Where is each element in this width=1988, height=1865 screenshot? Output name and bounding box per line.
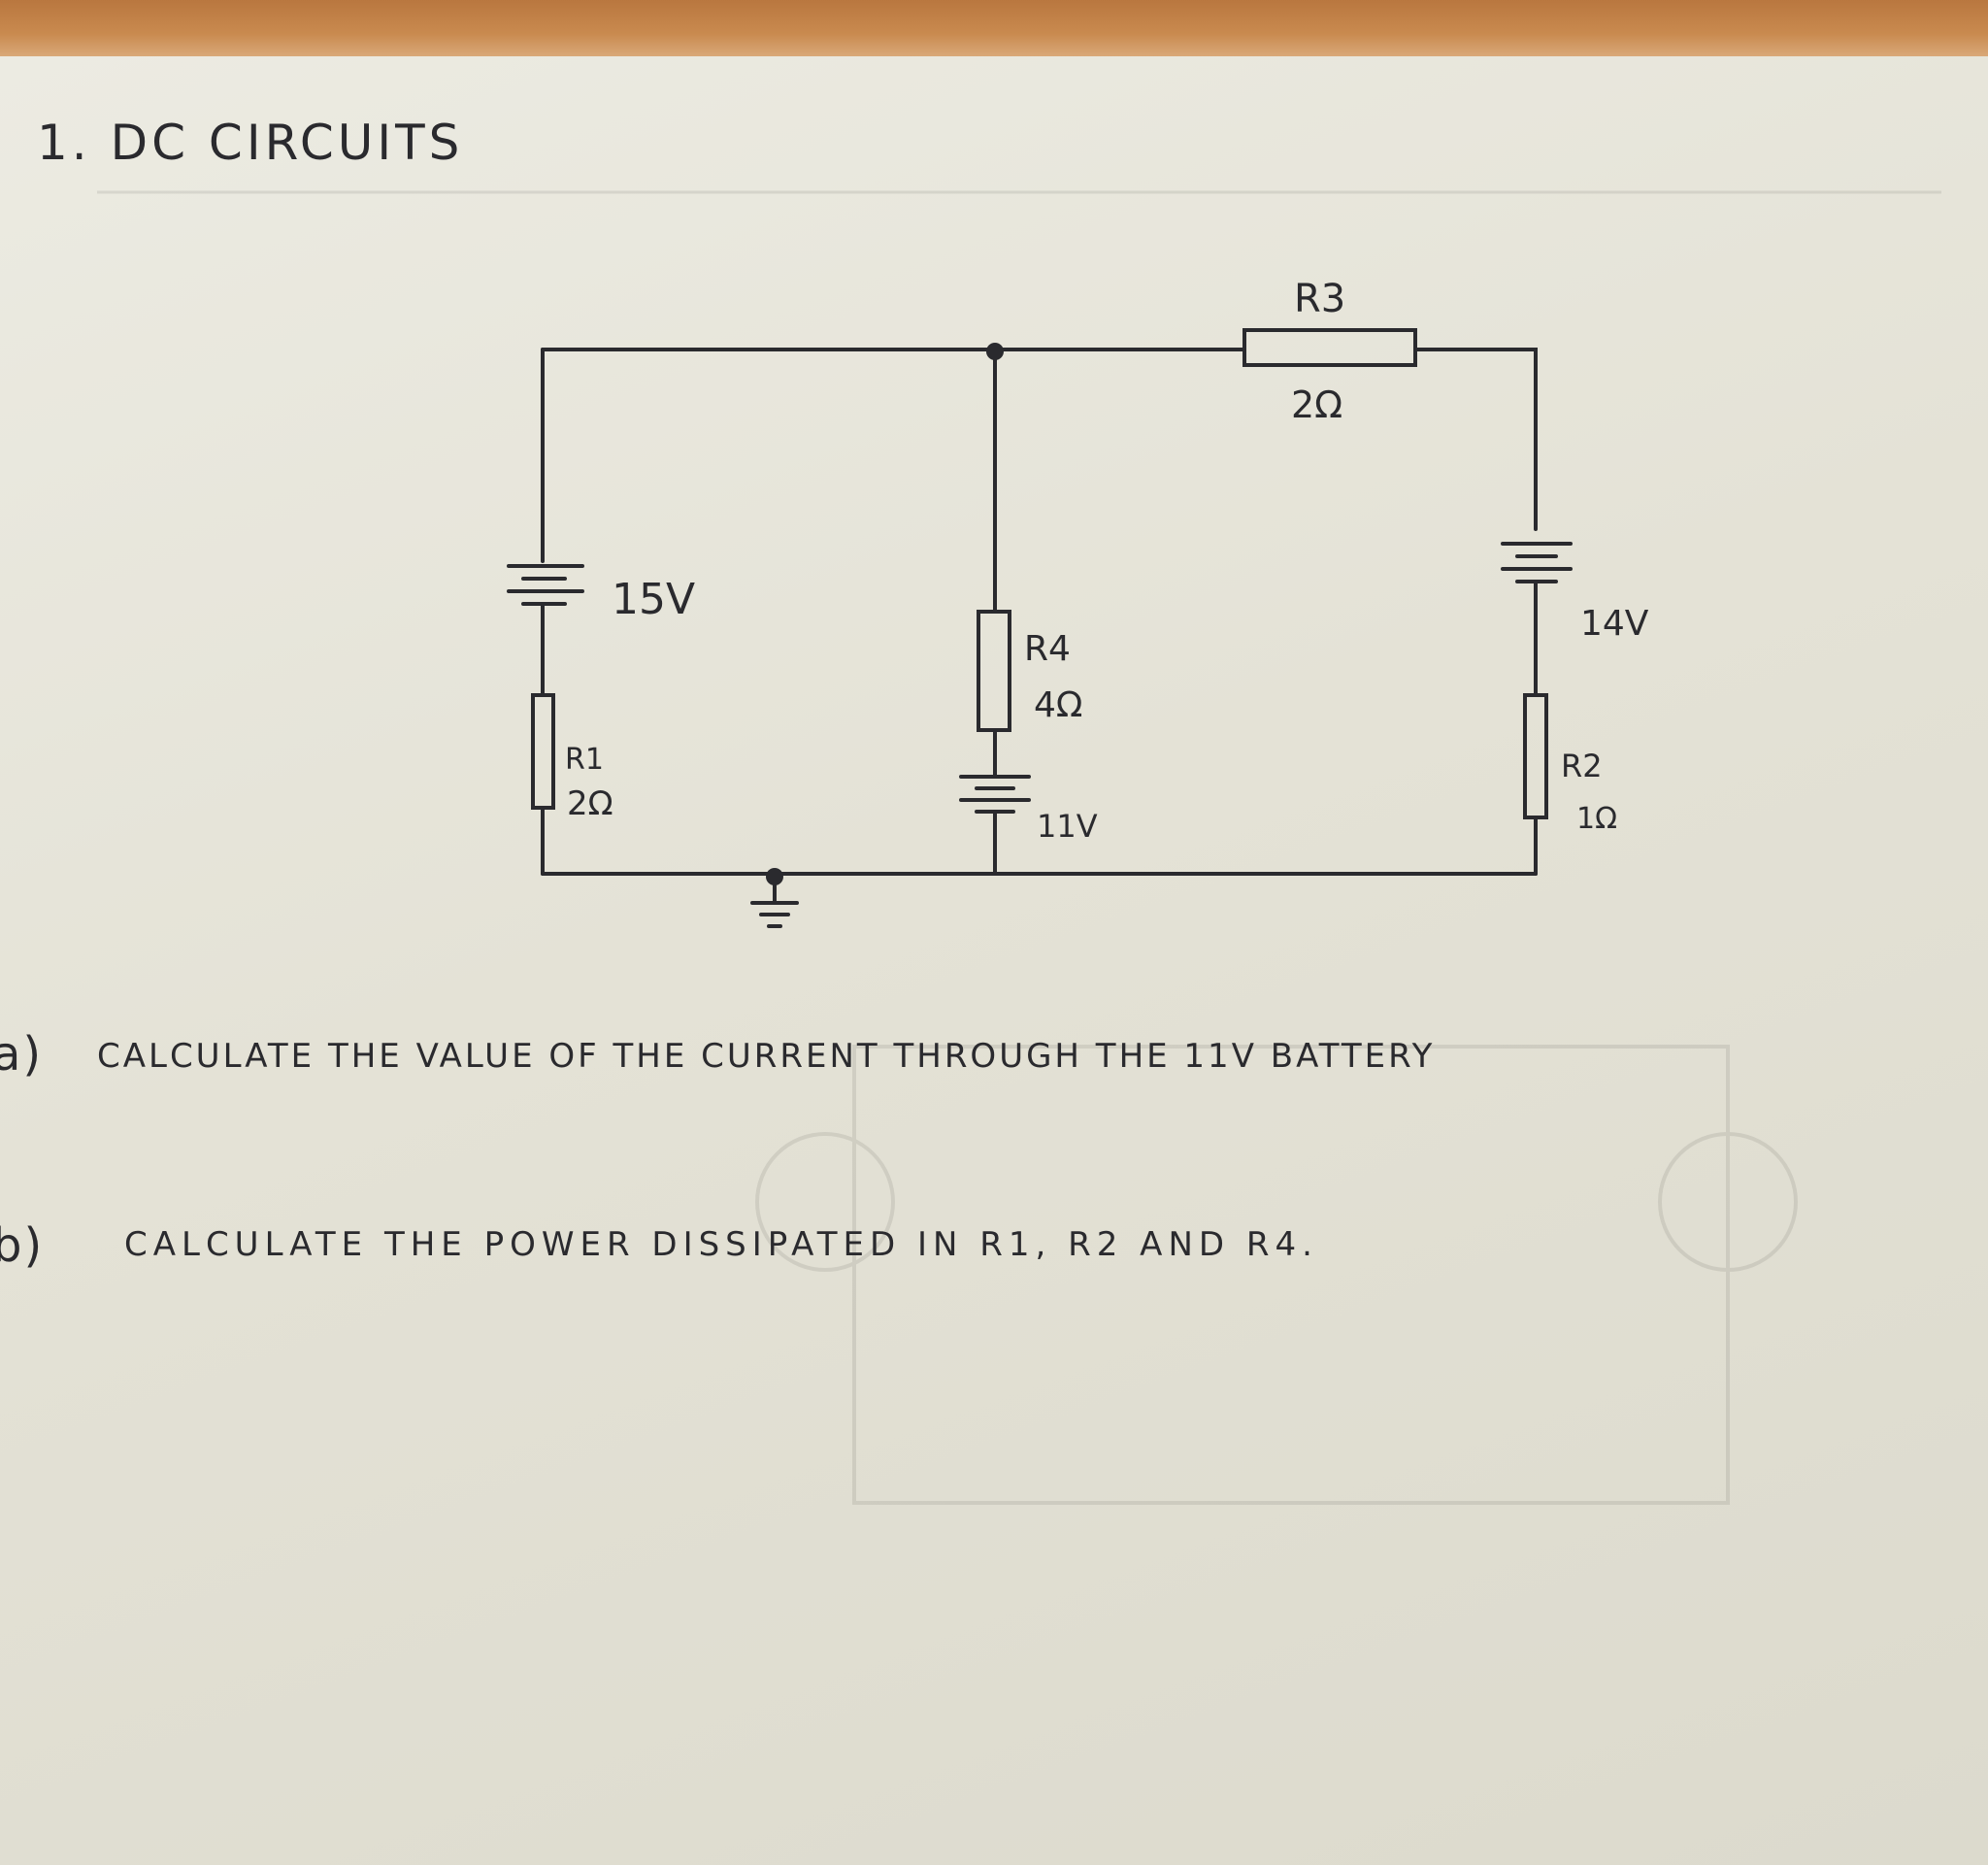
r3-resistor	[1242, 328, 1417, 367]
r4-resistor	[977, 610, 1011, 732]
question-b-text: CALCULATE THE POWER DISSIPATED IN R1, R2…	[124, 1225, 1318, 1264]
r3-value-label: 2Ω	[1291, 383, 1343, 426]
r1-value-label: 2Ω	[567, 784, 613, 823]
question-a-marker: a)	[0, 1027, 44, 1082]
node-top-junction	[986, 343, 1004, 360]
r4-value-label: 4Ω	[1034, 685, 1083, 725]
r1-name-label: R1	[565, 743, 604, 777]
desk-background	[0, 0, 1988, 56]
battery-left-voltage: 15V	[612, 575, 696, 624]
r2-resistor	[1523, 693, 1548, 819]
node-ground-junction	[766, 868, 783, 885]
r3-name-label: R3	[1294, 277, 1346, 321]
question-a-text: CALCULATE THE VALUE OF THE CURRENT THROU…	[97, 1037, 1436, 1076]
battery-middle-voltage: 11V	[1037, 808, 1098, 845]
battery-right-voltage: 14V	[1580, 604, 1649, 644]
r4-name-label: R4	[1024, 629, 1071, 669]
question-b-marker: b)	[0, 1218, 45, 1273]
r2-name-label: R2	[1561, 748, 1603, 784]
r2-value-label: 1Ω	[1576, 802, 1618, 836]
r1-resistor	[531, 693, 555, 810]
page-heading: 1. DC CIRCUITS	[37, 115, 464, 171]
wire-top-right-b	[1413, 348, 1538, 531]
